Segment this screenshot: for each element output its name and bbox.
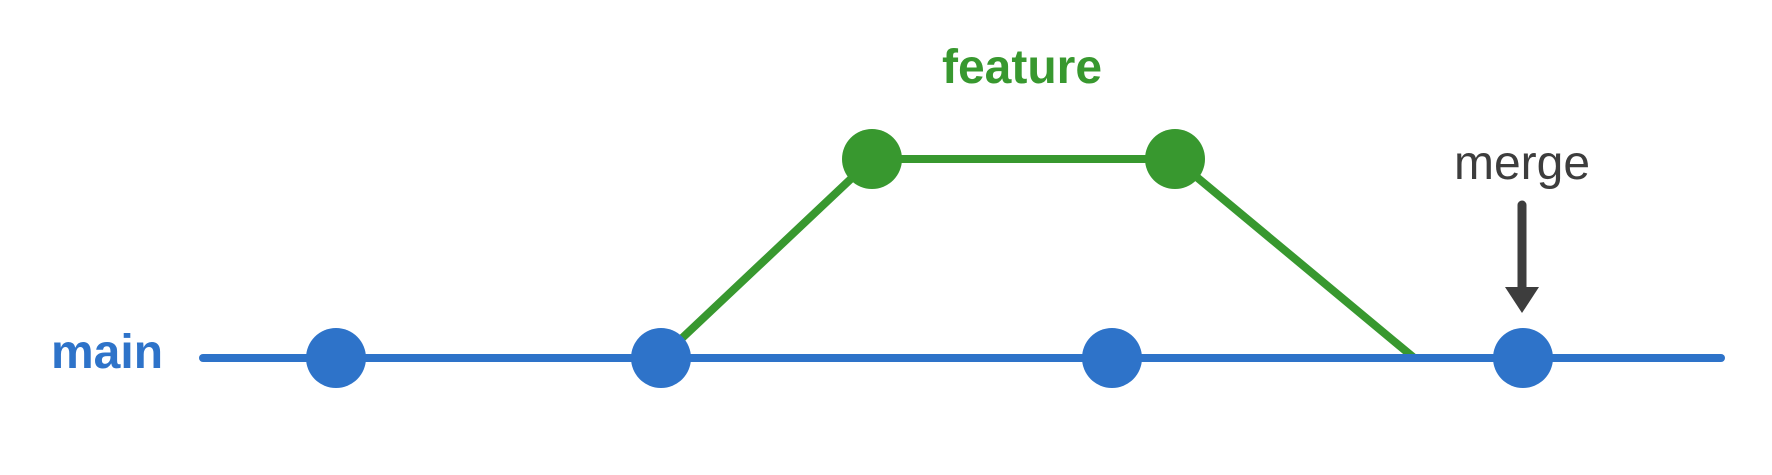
main-commit-dot-2[interactable] <box>631 328 691 388</box>
merge-annotation-label: merge <box>1453 137 1591 190</box>
feature-branch-label: feature <box>941 41 1103 94</box>
feature-commit-dot-1[interactable] <box>842 129 902 189</box>
merge-arrow-head-icon <box>1505 287 1539 313</box>
main-commit-dot-3[interactable] <box>1082 328 1142 388</box>
feature-branch-line <box>658 155 1416 361</box>
main-commit-dot-4[interactable] <box>1493 328 1553 388</box>
main-branch-label: main <box>51 326 164 379</box>
main-commit-dot-1[interactable] <box>306 328 366 388</box>
feature-commit-dot-2[interactable] <box>1145 129 1205 189</box>
